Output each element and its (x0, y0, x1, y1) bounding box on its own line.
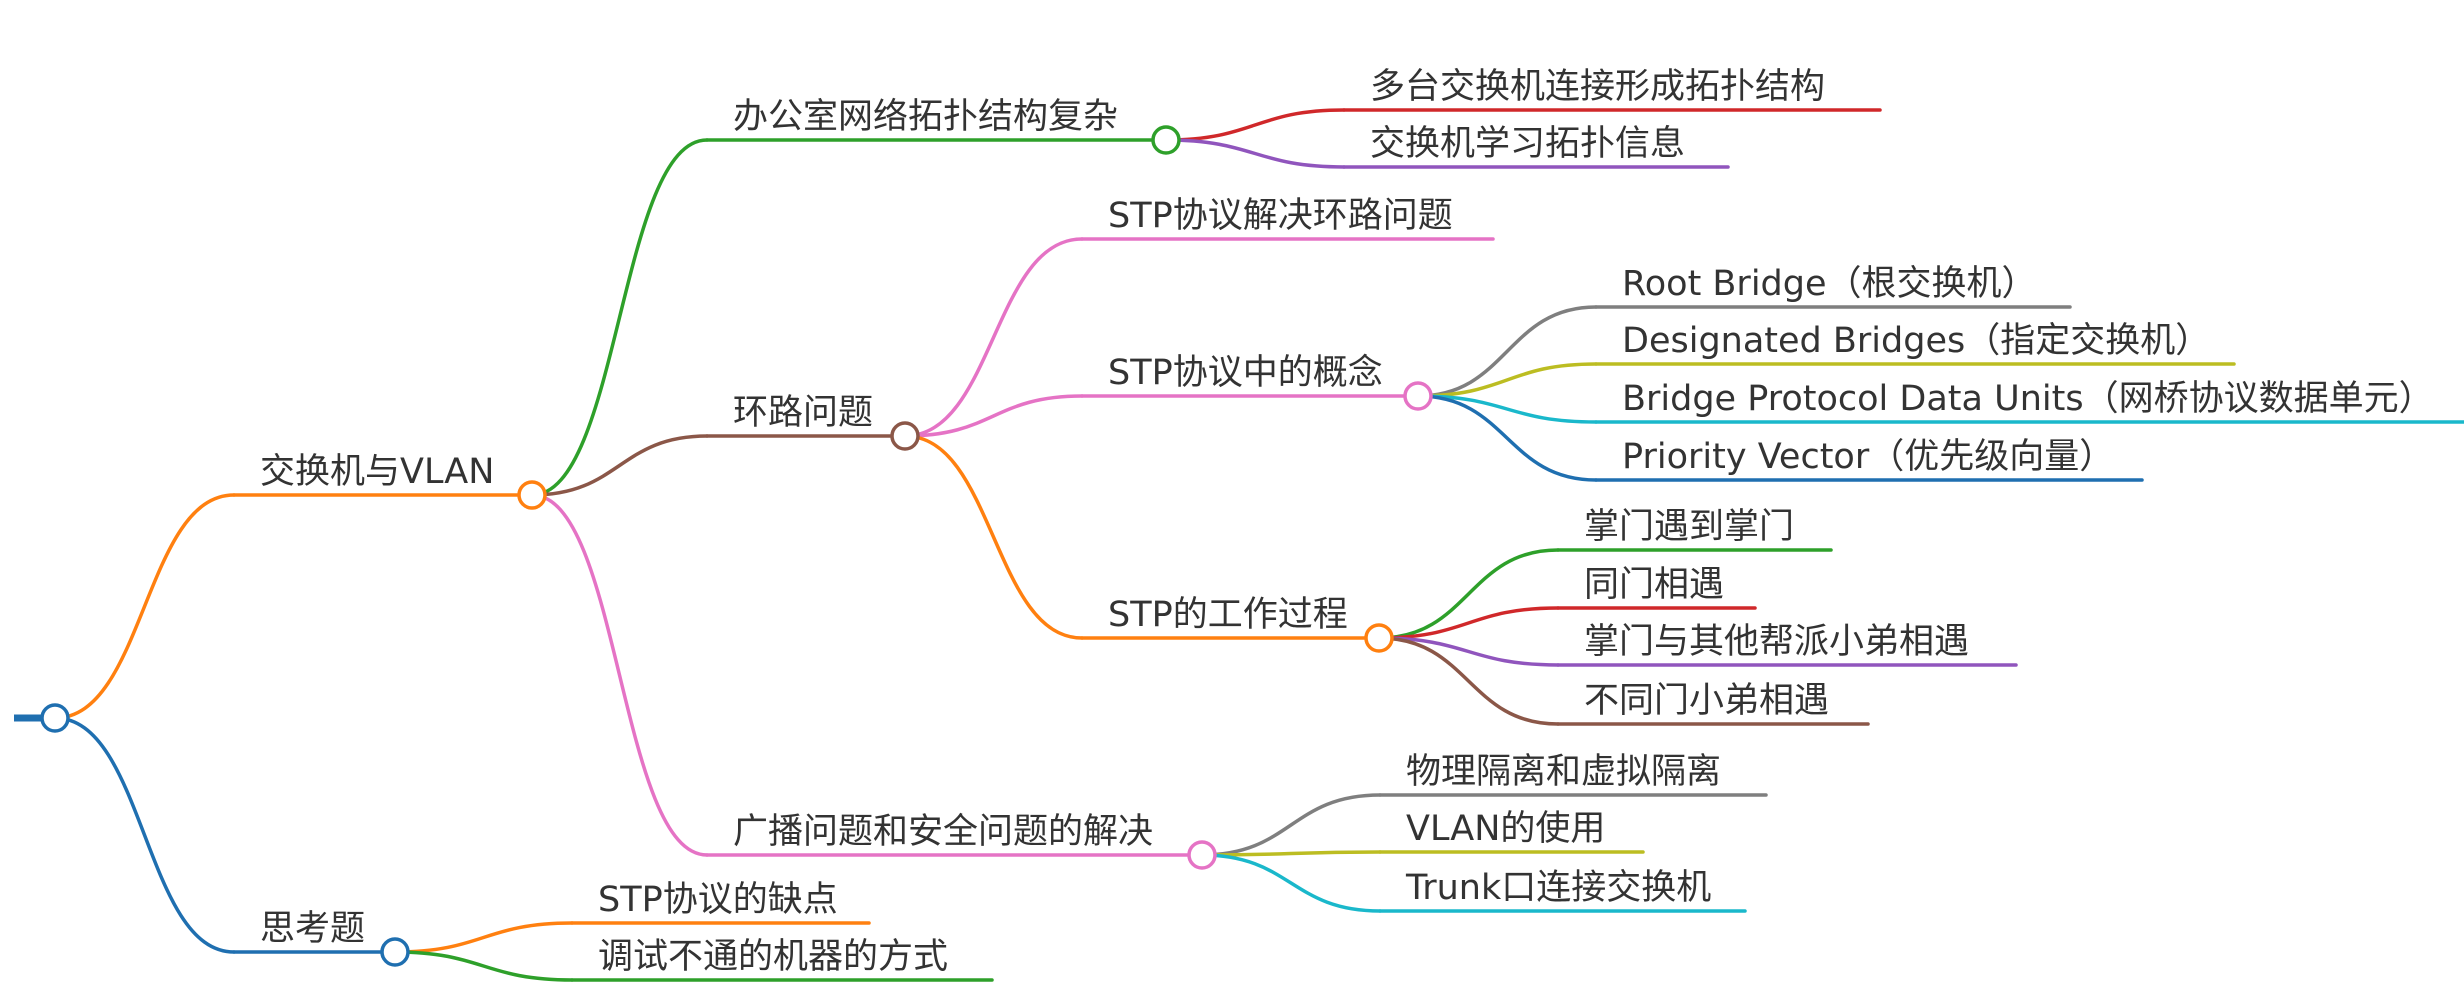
connector-n15 (1377, 636, 1560, 667)
connector-n18 (1200, 793, 1382, 857)
node-label-n5[interactable]: 环路问题 (733, 393, 873, 433)
node-label-n12[interactable]: STP的工作过程 (1108, 595, 1348, 635)
node-label-n1[interactable]: 交换机与VLAN (260, 452, 494, 492)
connector-n9 (1416, 362, 1598, 398)
collapse-toggle-n17[interactable] (1187, 840, 1217, 870)
connector-n20 (1200, 853, 1382, 913)
node-label-n6[interactable]: STP协议解决环路问题 (1108, 196, 1453, 236)
node-layer: 交换机与VLAN 办公室网络拓扑结构复杂 多台交换机连接形成拓扑结构交换机学习拓扑信… (232, 67, 2464, 982)
connector-n8 (1416, 305, 1598, 398)
connector-n4 (1164, 138, 1346, 169)
connector-n10 (1416, 394, 1598, 424)
node-label-n4[interactable]: 交换机学习拓扑信息 (1370, 124, 1685, 164)
connector-n23 (393, 950, 574, 982)
connector-n22 (393, 921, 574, 954)
node-label-n18[interactable]: 物理隔离和虚拟隔离 (1406, 752, 1721, 792)
collapse-toggle-n5[interactable] (890, 421, 920, 451)
junction-layer (40, 125, 1433, 967)
connector-n7 (903, 394, 1084, 438)
connector-n13 (1377, 548, 1560, 640)
root-junction[interactable] (40, 703, 70, 733)
node-label-n2[interactable]: 办公室网络拓扑结构复杂 (733, 97, 1118, 137)
connector-n14 (1377, 606, 1560, 640)
node-label-n23[interactable]: 调试不通的机器的方式 (598, 937, 948, 977)
node-label-n13[interactable]: 掌门遇到掌门 (1584, 507, 1794, 547)
node-label-n21[interactable]: 思考题 (260, 909, 365, 949)
node-label-n14[interactable]: 同门相遇 (1584, 565, 1724, 605)
collapse-toggle-n2[interactable] (1151, 125, 1181, 155)
connector-n17 (530, 493, 709, 857)
node-label-n7[interactable]: STP协议中的概念 (1108, 353, 1383, 393)
connector-n12 (903, 434, 1084, 640)
connector-n21 (53, 716, 236, 954)
collapse-toggle-n21[interactable] (380, 937, 410, 967)
connector-n16 (1377, 636, 1560, 726)
connector-n19 (1200, 850, 1382, 857)
node-label-n9[interactable]: Designated Bridges（指定交换机） (1622, 321, 2210, 361)
collapse-toggle-n7[interactable] (1403, 381, 1433, 411)
node-label-n22[interactable]: STP协议的缺点 (598, 880, 838, 920)
collapse-toggle-n1[interactable] (517, 480, 547, 510)
node-label-n20[interactable]: Trunk口连接交换机 (1405, 868, 1711, 908)
node-label-n15[interactable]: 掌门与其他帮派小弟相遇 (1584, 622, 1969, 662)
node-label-n17[interactable]: 广播问题和安全问题的解决 (733, 812, 1153, 852)
node-label-n10[interactable]: Bridge Protocol Data Units（网桥协议数据单元） (1622, 379, 2434, 419)
connector-n1 (53, 493, 236, 720)
node-label-n19[interactable]: VLAN的使用 (1406, 809, 1605, 849)
connector-n3 (1164, 108, 1346, 142)
connector-n11 (1416, 394, 1598, 482)
collapse-toggle-n12[interactable] (1364, 623, 1394, 653)
node-label-n16[interactable]: 不同门小弟相遇 (1584, 681, 1829, 721)
node-label-n8[interactable]: Root Bridge（根交换机） (1622, 264, 2037, 304)
connector-n2 (530, 138, 709, 497)
node-label-n3[interactable]: 多台交换机连接形成拓扑结构 (1370, 67, 1825, 107)
node-label-n11[interactable]: Priority Vector（优先级向量） (1622, 437, 2114, 477)
connector-layer (14, 108, 1598, 982)
connector-n6 (903, 237, 1084, 438)
connector-n5 (530, 434, 709, 497)
